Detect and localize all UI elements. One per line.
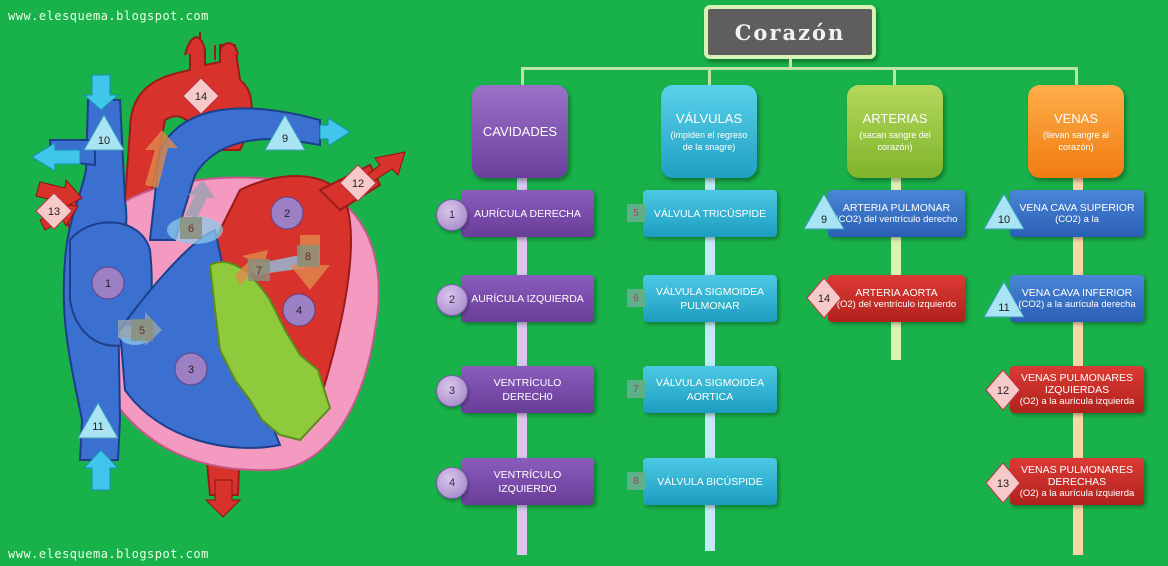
- header-cavidades-title: CAVIDADES: [482, 124, 558, 139]
- arteria-item-14: ARTERIA AORTA (O2) del ventrículo izquie…: [828, 275, 965, 322]
- header-arterias-title: ARTERIAS: [862, 110, 928, 126]
- svg-text:13: 13: [48, 206, 60, 218]
- svg-text:13: 13: [997, 478, 1009, 490]
- cavidad-item-2: AURÍCULA IZQUIERDA: [461, 275, 594, 322]
- valvula-item-5: VÁLVULA TRICÚSPIDE: [643, 190, 777, 237]
- cavidad-item-1: AURÍCULA DERECHA: [461, 190, 594, 237]
- heart-label-5: 5: [131, 319, 153, 341]
- connector-stem: [789, 59, 792, 69]
- heart-label-10: 10: [83, 113, 125, 151]
- valvulas-bar: [705, 175, 715, 551]
- valvula-item-8: VÁLVULA BICÚSPIDE: [643, 458, 777, 505]
- arterias-bar: [891, 175, 901, 360]
- page-title: Corazón: [734, 19, 846, 45]
- vena-item-12: VENAS PULMONARES IZQUIERDAS (O2) a la au…: [1010, 366, 1144, 413]
- svg-text:14: 14: [818, 293, 830, 305]
- header-arterias-subtitle: (sacan sangre del corazón): [859, 129, 931, 152]
- svg-text:9: 9: [282, 133, 288, 145]
- cavidad-num-1: 1: [436, 199, 468, 231]
- header-venas-title: VENAS: [1053, 110, 1099, 126]
- vena-num-12: 12: [985, 369, 1021, 411]
- heart-label-6: 6: [180, 217, 202, 239]
- valvula-num-7: 7: [627, 380, 645, 398]
- svg-text:10: 10: [98, 135, 110, 147]
- vena-item-10: VENA CAVA SUPERIOR (CO2) a la: [1010, 190, 1144, 237]
- arteria-num-14: 14: [806, 277, 842, 319]
- valvula-num-5: 5: [627, 204, 645, 222]
- heart-label-11: 11: [77, 401, 119, 439]
- cavidad-item-3: VENTRÍCULO DERECH0: [461, 366, 594, 413]
- heart-label-4: 4: [282, 293, 316, 327]
- header-venas-subtitle: (llevan sangre al corazón): [1042, 129, 1110, 152]
- cavidad-num-2: 2: [436, 284, 468, 316]
- heart-illustration: 1 2 3 4 5 6 7 8 9 10 11 12 13 14: [31, 32, 406, 518]
- arteria-item-9: ARTERIA PULMONAR (CO2) del ventrículo de…: [828, 190, 965, 237]
- valvula-num-6: 6: [627, 289, 645, 307]
- vena-num-11: 11: [983, 280, 1025, 318]
- vena-item-11: VENA CAVA INFERIOR (CO2) a la aurícula d…: [1010, 275, 1144, 322]
- svg-text:11: 11: [92, 421, 103, 433]
- heart-label-9: 9: [264, 113, 306, 151]
- vena-num-13: 13: [985, 462, 1021, 504]
- watermark-top: www.elesquema.blogspot.com: [8, 9, 209, 23]
- heart-label-2: 2: [270, 196, 304, 230]
- connector-arterias: [893, 67, 896, 85]
- svg-text:12: 12: [352, 178, 364, 190]
- heart-label-1: 1: [91, 266, 125, 300]
- cavidad-num-4: 4: [436, 467, 468, 499]
- venas-bar: [1073, 175, 1083, 555]
- svg-text:5: 5: [139, 325, 145, 337]
- cavidad-item-4: VENTRÍCULO IZQUIERDO: [461, 458, 594, 505]
- arteria-num-9: 9: [803, 192, 845, 230]
- valvula-num-8: 8: [627, 472, 645, 490]
- header-cavidades: CAVIDADES: [472, 85, 568, 178]
- connector-venas: [1075, 67, 1078, 85]
- heart-label-7: 7: [248, 259, 270, 281]
- vena-num-10: 10: [983, 192, 1025, 230]
- svg-text:8: 8: [305, 251, 311, 263]
- svg-text:1: 1: [105, 278, 111, 290]
- svg-text:4: 4: [296, 305, 302, 317]
- cavidades-bar: [517, 175, 527, 555]
- heart-label-3: 3: [174, 352, 208, 386]
- svg-text:11: 11: [998, 302, 1009, 314]
- valvula-item-7: VÁLVULA SIGMOIDEA AORTICA: [643, 366, 777, 413]
- header-valvulas-title: VÁLVULAS: [675, 110, 743, 126]
- cavidad-num-3: 3: [436, 375, 468, 407]
- watermark-bottom: www.elesquema.blogspot.com: [8, 547, 209, 561]
- svg-text:10: 10: [998, 214, 1010, 226]
- header-arterias: ARTERIAS (sacan sangre del corazón): [847, 85, 943, 178]
- svg-text:6: 6: [188, 223, 194, 235]
- header-venas: VENAS (llevan sangre al corazón): [1028, 85, 1124, 178]
- svg-text:14: 14: [195, 91, 207, 103]
- heart-label-8: 8: [297, 245, 319, 267]
- svg-text:12: 12: [997, 385, 1009, 397]
- svg-text:7: 7: [256, 265, 262, 277]
- svg-text:3: 3: [188, 364, 194, 376]
- header-valvulas: VÁLVULAS (impiden el regreso de la snagr…: [661, 85, 757, 178]
- heart-label-14: 14: [182, 77, 220, 115]
- svg-text:9: 9: [821, 214, 827, 226]
- title-box: Corazón: [704, 5, 876, 59]
- connector-horizontal: [521, 67, 1078, 70]
- heart-label-13: 13: [35, 192, 73, 230]
- connector-valvulas: [708, 67, 711, 85]
- header-valvulas-subtitle: (impiden el regreso de la snagre): [670, 129, 748, 152]
- valvula-item-6: VÁLVULA SIGMOIDEA PULMONAR: [643, 275, 777, 322]
- connector-cavidades: [521, 67, 524, 85]
- vena-item-13: VENAS PULMONARES DERECHAS (O2) a la aurí…: [1010, 458, 1144, 505]
- svg-text:2: 2: [284, 208, 290, 220]
- heart-label-12: 12: [339, 164, 377, 202]
